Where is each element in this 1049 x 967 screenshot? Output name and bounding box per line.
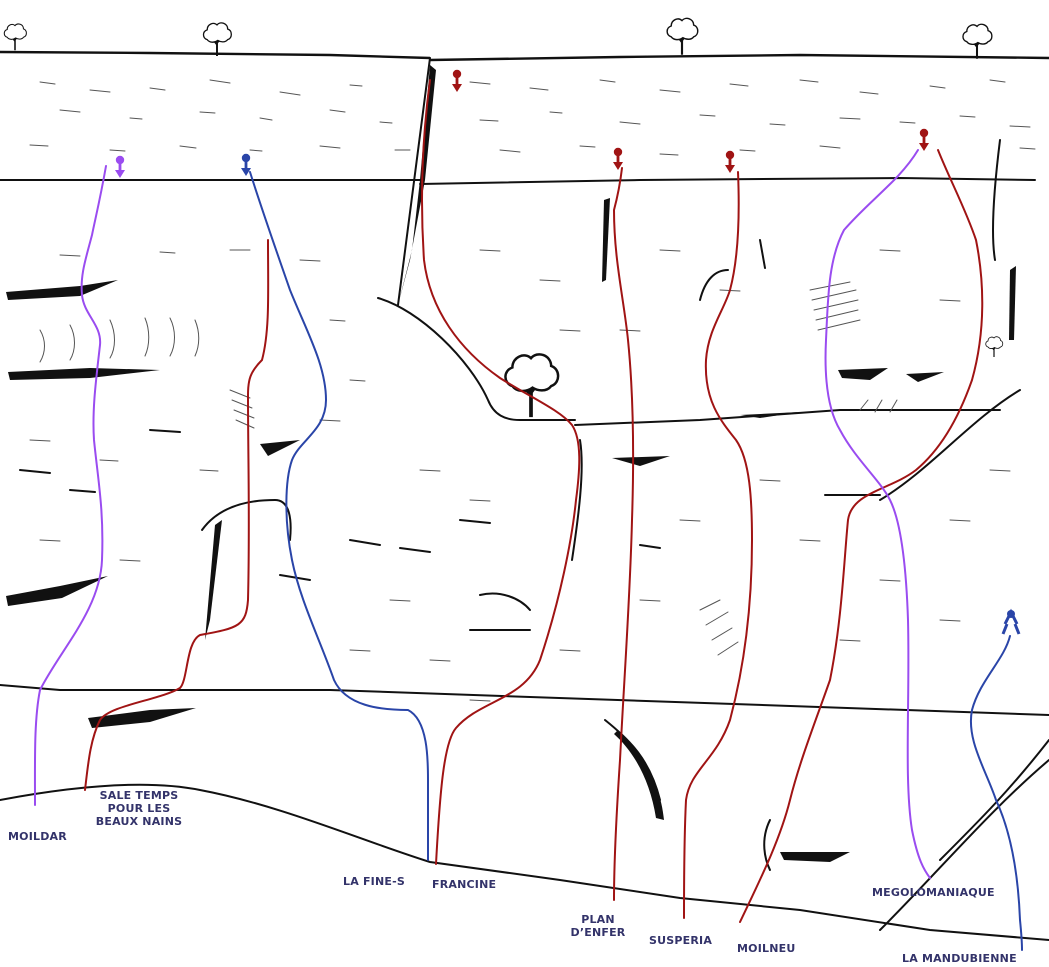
anchor-icon xyxy=(725,151,735,173)
route-line-moildar xyxy=(35,166,106,805)
route-label-line: BEAUX NAINS xyxy=(92,815,186,828)
route-label-la-mandubienne: LA MANDUBIENNE xyxy=(902,952,1017,965)
route-label-moilneu: MOILNEU xyxy=(737,942,795,955)
route-line-susperia xyxy=(684,172,752,918)
route-label-line: D’ENFER xyxy=(570,926,626,939)
route-line-moilneu xyxy=(740,150,982,922)
route-label-line: SALE TEMPS xyxy=(92,789,186,802)
overhang-roofs xyxy=(6,65,1016,862)
cliff-top-edge xyxy=(0,52,1049,60)
route-label-sale-temps: SALE TEMPS POUR LES BEAUX NAINS xyxy=(92,789,186,828)
route-label-susperia: SUSPERIA xyxy=(649,934,712,947)
anchor-icon xyxy=(919,129,929,151)
route-label-plan-denfer: PLAN D’ENFER xyxy=(570,913,626,939)
route-line-francine xyxy=(422,80,579,864)
route-label-moildar: MOILDAR xyxy=(8,830,67,843)
route-line-la-mandubienne xyxy=(971,636,1022,950)
route-label-line: POUR LES xyxy=(92,802,186,815)
anchor-icon xyxy=(613,148,623,170)
route-label-francine: FRANCINE xyxy=(432,878,496,891)
route-line-sale-temps xyxy=(85,240,268,790)
tree-icon xyxy=(4,18,1002,417)
anchor-icon xyxy=(115,156,125,178)
route-label-la-fine-s: LA FINE-S xyxy=(343,875,405,888)
anchor-icon xyxy=(452,70,462,92)
anchor-markers xyxy=(115,70,1019,634)
route-label-line: PLAN xyxy=(570,913,626,926)
route-line-megolomaniaque xyxy=(826,150,930,878)
route-line-plan-denfer xyxy=(614,168,633,900)
route-label-megolomaniaque: MEGOLOMANIAQUE xyxy=(872,886,995,899)
